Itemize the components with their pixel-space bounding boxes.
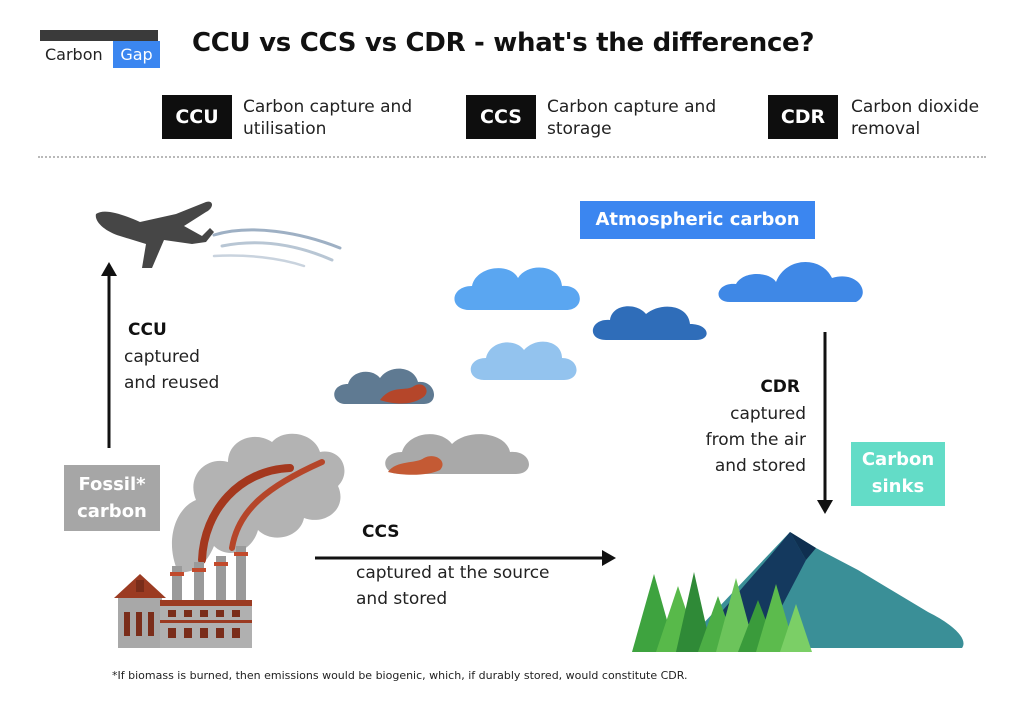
ccu-flow-head: CCU bbox=[128, 320, 167, 340]
factory-icon bbox=[114, 546, 252, 648]
cloud-icon bbox=[454, 267, 580, 310]
cloud-icon bbox=[334, 368, 435, 404]
legend-badge-cdr: CDR bbox=[768, 95, 838, 139]
legend-ccs-line1: Carbon capture and bbox=[547, 97, 717, 117]
legend-text-cdr: Carbon dioxide removal bbox=[851, 96, 979, 140]
tag-fossil-line2: carbon bbox=[77, 501, 147, 522]
smoke-plume-icon bbox=[171, 433, 345, 573]
legend-text-ccs: Carbon capture and storage bbox=[547, 96, 716, 140]
ccs-flow-label: CCS captured at the source and stored bbox=[356, 522, 550, 612]
legend-text-ccu: Carbon capture and utilisation bbox=[243, 96, 412, 140]
tag-carbon-sinks: Carbon sinks bbox=[851, 442, 945, 506]
tag-atmospheric-carbon: Atmospheric carbon bbox=[580, 201, 815, 239]
ccs-flow-head: CCS bbox=[362, 522, 400, 542]
airplane-icon bbox=[95, 201, 342, 268]
tree-icon bbox=[780, 604, 812, 652]
cloud-icon bbox=[592, 306, 707, 340]
logo-bar bbox=[40, 30, 158, 41]
cloud-icon bbox=[470, 341, 577, 380]
cloud-icon bbox=[385, 434, 529, 475]
ccu-flow-line1: captured bbox=[124, 347, 200, 367]
forest-icon bbox=[632, 572, 812, 652]
tag-fossil-carbon: Fossil* carbon bbox=[64, 465, 160, 531]
ccu-flow-label: CCU captured and reused bbox=[124, 320, 219, 396]
section-divider bbox=[38, 156, 986, 158]
footnote: *If biomass is burned, then emissions wo… bbox=[112, 669, 688, 682]
tree-icon bbox=[676, 572, 712, 652]
tag-sinks-line2: sinks bbox=[871, 476, 925, 497]
legend-badge-ccs: CCS bbox=[466, 95, 536, 139]
legend-cdr-line1: Carbon dioxide bbox=[851, 97, 980, 117]
ccs-flow-line1: captured at the source bbox=[356, 563, 550, 583]
page-title: CCU vs CCS vs CDR - what's the differenc… bbox=[192, 28, 815, 58]
logo-word-carbon: Carbon bbox=[45, 45, 103, 64]
cdr-flow-head: CDR bbox=[760, 377, 800, 397]
ccs-flow-line2: and stored bbox=[356, 589, 448, 609]
ccu-flow-line2: and reused bbox=[124, 373, 220, 393]
cdr-flow-line3: and stored bbox=[714, 456, 806, 476]
tag-fossil-line1: Fossil* bbox=[78, 474, 146, 495]
tag-sinks-line1: Carbon bbox=[861, 449, 935, 470]
cdr-flow-line1: captured bbox=[730, 404, 806, 424]
legend-cdr-line2: removal bbox=[851, 119, 921, 139]
cdr-arrow-icon bbox=[817, 332, 833, 514]
legend-ccu-line2: utilisation bbox=[243, 119, 327, 139]
legend-ccu-line1: Carbon capture and bbox=[243, 97, 413, 117]
cdr-flow-line2: from the air bbox=[705, 430, 806, 450]
carbon-gap-logo: Carbon Gap bbox=[40, 30, 160, 68]
legend-ccs-line2: storage bbox=[547, 119, 612, 139]
cloud-icon bbox=[718, 261, 863, 302]
ccs-arrow-icon bbox=[315, 550, 616, 566]
cdr-flow-label: CDR captured from the air and stored bbox=[690, 377, 806, 479]
logo-word-gap: Gap bbox=[113, 41, 160, 68]
legend-badge-ccu: CCU bbox=[162, 95, 232, 139]
ccu-arrow-icon bbox=[101, 262, 117, 448]
